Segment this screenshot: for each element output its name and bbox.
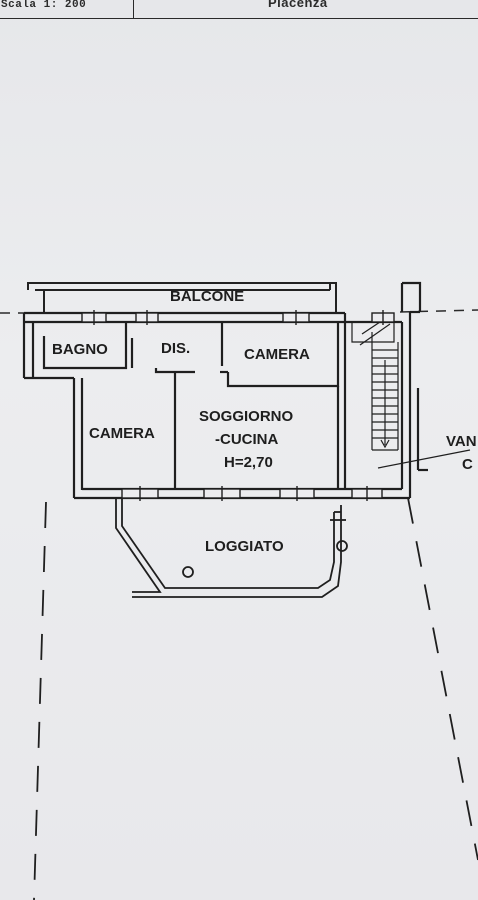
title-block-divider — [133, 0, 134, 18]
label-camera-top: CAMERA — [244, 346, 310, 363]
label-loggiato: LOGGIATO — [205, 538, 284, 555]
label-vano-partial: VAN — [446, 433, 477, 450]
loggia-outline — [115, 498, 348, 598]
label-bagno: BAGNO — [52, 341, 108, 358]
vano-leader-line — [377, 449, 471, 469]
location-label: Piacenza — [268, 0, 328, 10]
windows-bottom — [121, 486, 383, 501]
title-block-strip: Scala 1: 200 Piacenza — [0, 0, 478, 19]
scale-label: Scala 1: 200 — [1, 0, 87, 11]
label-vano-partial-2: C — [462, 456, 473, 473]
label-camera-left: CAMERA — [89, 425, 155, 442]
label-cucina: -CUCINA — [215, 431, 278, 448]
balcony-outline — [27, 282, 337, 312]
property-line-bottom — [33, 497, 478, 900]
windows-top — [81, 310, 395, 325]
label-soggiorno: SOGGIORNO — [199, 408, 294, 425]
label-room-height: H=2,70 — [224, 454, 273, 471]
label-balcone: BALCONE — [170, 288, 244, 305]
label-dis: DIS. — [161, 340, 190, 357]
staircase — [351, 321, 399, 451]
